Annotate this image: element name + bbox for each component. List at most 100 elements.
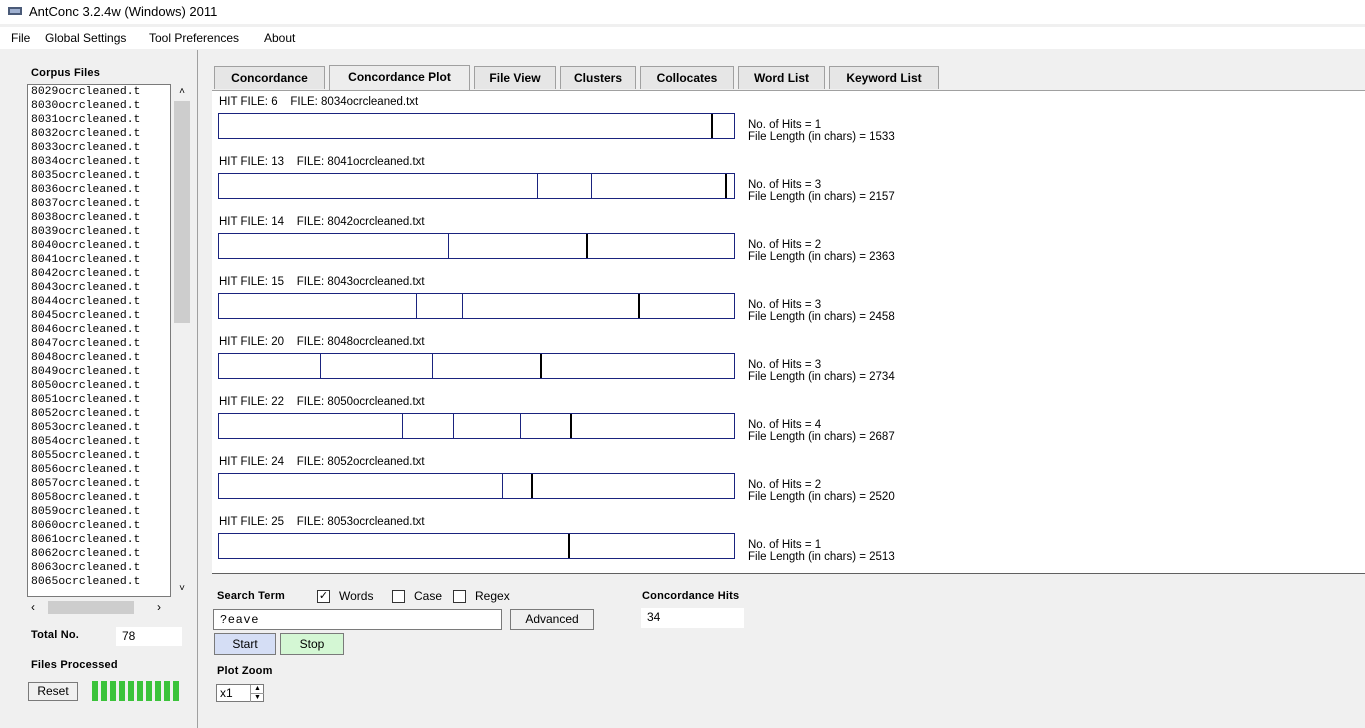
corpus-file-item[interactable]: 8035ocrcleaned.t — [31, 170, 141, 182]
corpus-file-item[interactable]: 8060ocrcleaned.t — [31, 520, 141, 532]
hit-marker[interactable] — [520, 414, 521, 438]
search-term-input[interactable] — [213, 609, 502, 630]
corpus-file-item[interactable]: 8029ocrcleaned.t — [31, 86, 141, 98]
corpus-file-item[interactable]: 8044ocrcleaned.t — [31, 296, 141, 308]
hit-plot-bar[interactable] — [218, 473, 735, 499]
hit-marker[interactable] — [462, 294, 463, 318]
corpus-file-item[interactable]: 8030ocrcleaned.t — [31, 100, 141, 112]
menu-about[interactable]: About — [264, 31, 296, 45]
scroll-right-icon[interactable]: › — [157, 600, 161, 614]
scroll-up-icon[interactable]: ˄ — [179, 86, 185, 97]
hit-plot-bar[interactable] — [218, 293, 735, 319]
hit-plot-bar[interactable] — [218, 533, 735, 559]
words-checkbox[interactable]: ✓ — [317, 590, 330, 603]
corpus-file-item[interactable]: 8039ocrcleaned.t — [31, 226, 141, 238]
advanced-button[interactable]: Advanced — [510, 609, 594, 630]
tab-keyword-list[interactable]: Keyword List — [829, 66, 939, 89]
tab-collocates[interactable]: Collocates — [640, 66, 734, 89]
tab-concordance[interactable]: Concordance — [214, 66, 325, 89]
total-files-value: 78 — [116, 627, 182, 646]
hit-plot-bar[interactable] — [218, 353, 735, 379]
hit-marker[interactable] — [402, 414, 403, 438]
scroll-left-icon[interactable]: ‹ — [31, 600, 35, 614]
corpus-file-item[interactable]: 8036ocrcleaned.t — [31, 184, 141, 196]
checkmark-icon: ✓ — [318, 590, 329, 602]
hit-plot-bar[interactable] — [218, 173, 735, 199]
corpus-file-item[interactable]: 8033ocrcleaned.t — [31, 142, 141, 154]
hit-marker[interactable] — [638, 294, 640, 318]
hit-marker[interactable] — [591, 174, 592, 198]
corpus-file-item[interactable]: 8048ocrcleaned.t — [31, 352, 141, 364]
corpus-file-item[interactable]: 8038ocrcleaned.t — [31, 212, 141, 224]
corpus-file-item[interactable]: 8034ocrcleaned.t — [31, 156, 141, 168]
hit-marker[interactable] — [570, 414, 572, 438]
corpus-file-item[interactable]: 8063ocrcleaned.t — [31, 562, 141, 574]
hit-marker[interactable] — [448, 234, 449, 258]
corpus-file-item[interactable]: 8053ocrcleaned.t — [31, 422, 141, 434]
menu-tool-preferences[interactable]: Tool Preferences — [149, 31, 240, 45]
corpus-file-item[interactable]: 8050ocrcleaned.t — [31, 380, 141, 392]
corpus-file-item[interactable]: 8062ocrcleaned.t — [31, 548, 141, 560]
corpus-file-item[interactable]: 8054ocrcleaned.t — [31, 436, 141, 448]
corpus-file-item[interactable]: 8058ocrcleaned.t — [31, 492, 141, 504]
spin-up-icon[interactable]: ▲ — [250, 685, 264, 693]
hit-marker[interactable] — [432, 354, 433, 378]
corpus-file-item[interactable]: 8040ocrcleaned.t — [31, 240, 141, 252]
menu-file[interactable]: File — [11, 31, 31, 45]
corpus-file-item[interactable]: 8056ocrcleaned.t — [31, 464, 141, 476]
corpus-file-item[interactable]: 8052ocrcleaned.t — [31, 408, 141, 420]
hit-marker[interactable] — [320, 354, 321, 378]
tab-word-list[interactable]: Word List — [738, 66, 825, 89]
corpus-file-item[interactable]: 8043ocrcleaned.t — [31, 282, 141, 294]
hit-marker[interactable] — [586, 234, 588, 258]
corpus-file-item[interactable]: 8055ocrcleaned.t — [31, 450, 141, 462]
corpus-horizontal-scrollbar[interactable]: ‹ › — [27, 599, 171, 616]
tab-clusters[interactable]: Clusters — [560, 66, 636, 89]
hit-plot-bar[interactable] — [218, 113, 735, 139]
reset-button[interactable]: Reset — [28, 682, 78, 701]
plot-zoom-label: Plot Zoom — [217, 665, 273, 677]
corpus-file-item[interactable]: 8032ocrcleaned.t — [31, 128, 141, 140]
hit-marker[interactable] — [537, 174, 538, 198]
scroll-thumb[interactable] — [174, 101, 190, 323]
tab-concordance-plot[interactable]: Concordance Plot — [329, 65, 470, 90]
corpus-file-item[interactable]: 8061ocrcleaned.t — [31, 534, 141, 546]
corpus-file-item[interactable]: 8031ocrcleaned.t — [31, 114, 141, 126]
corpus-file-item[interactable]: 8041ocrcleaned.t — [31, 254, 141, 266]
hit-marker[interactable] — [416, 294, 417, 318]
hit-count-text: No. of Hits = 3 — [748, 299, 822, 311]
tab-file-view[interactable]: File View — [474, 66, 556, 89]
case-checkbox[interactable] — [392, 590, 405, 603]
spin-down-icon[interactable]: ▼ — [250, 693, 264, 702]
corpus-file-item[interactable]: 8047ocrcleaned.t — [31, 338, 141, 350]
regex-checkbox[interactable] — [453, 590, 466, 603]
corpus-file-list[interactable]: 8029ocrcleaned.t 8030ocrcleaned.t 8031ocrc… — [27, 84, 171, 597]
corpus-file-item[interactable]: 8037ocrcleaned.t — [31, 198, 141, 210]
scroll-thumb-horizontal[interactable] — [48, 601, 134, 614]
hit-plot-bar[interactable] — [218, 413, 735, 439]
hit-marker[interactable] — [725, 174, 727, 198]
corpus-file-item[interactable]: 8046ocrcleaned.t — [31, 324, 141, 336]
corpus-file-item[interactable]: 8057ocrcleaned.t — [31, 478, 141, 490]
corpus-file-item[interactable]: 8051ocrcleaned.t — [31, 394, 141, 406]
corpus-file-item[interactable]: 8042ocrcleaned.t — [31, 268, 141, 280]
hit-marker[interactable] — [453, 414, 454, 438]
hit-marker[interactable] — [568, 534, 570, 558]
start-button[interactable]: Start — [214, 633, 276, 655]
hit-marker[interactable] — [711, 114, 713, 138]
tab-bar: Concordance Concordance Plot File View C… — [212, 65, 1365, 90]
stop-button[interactable]: Stop — [280, 633, 344, 655]
corpus-file-item[interactable]: 8045ocrcleaned.t — [31, 310, 141, 322]
hit-marker[interactable] — [531, 474, 533, 498]
plot-zoom-spinner[interactable]: x1 ▲ ▼ — [216, 684, 264, 702]
hit-marker[interactable] — [540, 354, 542, 378]
hit-marker[interactable] — [502, 474, 503, 498]
menu-bar: File Global Settings Tool Preferences Ab… — [0, 27, 1365, 49]
menu-global-settings[interactable]: Global Settings — [45, 31, 127, 45]
corpus-vertical-scrollbar[interactable]: ˄ ˅ — [171, 84, 193, 597]
corpus-file-item[interactable]: 8065ocrcleaned.t — [31, 576, 141, 588]
corpus-file-item[interactable]: 8059ocrcleaned.t — [31, 506, 141, 518]
hit-plot-bar[interactable] — [218, 233, 735, 259]
scroll-down-icon[interactable]: ˅ — [179, 583, 185, 594]
corpus-file-item[interactable]: 8049ocrcleaned.t — [31, 366, 141, 378]
